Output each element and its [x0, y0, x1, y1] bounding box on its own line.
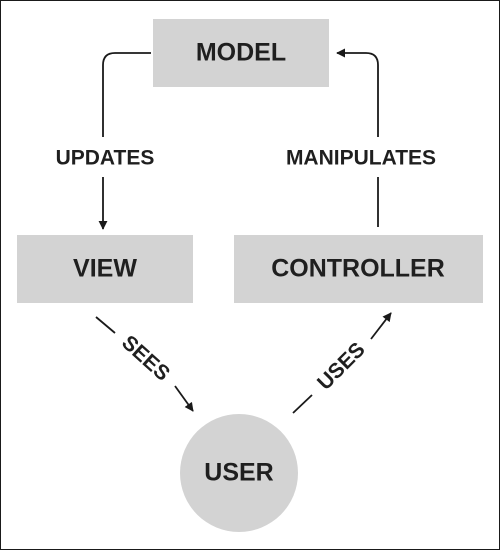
- view-box: [17, 235, 193, 303]
- uses-arrow-end: [370, 312, 392, 340]
- view-label: VIEW: [73, 255, 137, 283]
- uses-arrow-start: [292, 394, 313, 414]
- controller-label: CONTROLLER: [271, 255, 445, 283]
- sees-label: SEES: [117, 331, 174, 386]
- sees-arrow-start: [95, 316, 116, 334]
- updates-label: UPDATES: [56, 147, 155, 170]
- model-box: [153, 19, 329, 87]
- controller-box: [234, 235, 483, 303]
- sees-arrow-end: [174, 385, 194, 412]
- model-label: MODEL: [196, 39, 286, 67]
- user-label: USER: [204, 459, 273, 487]
- uses-label: USES: [313, 338, 370, 395]
- user-circle: [180, 414, 298, 532]
- manipulates-label: MANIPULATES: [286, 147, 436, 170]
- updates-arrow-top: [102, 52, 151, 137]
- manipulates-arrow-top: [336, 48, 379, 137]
